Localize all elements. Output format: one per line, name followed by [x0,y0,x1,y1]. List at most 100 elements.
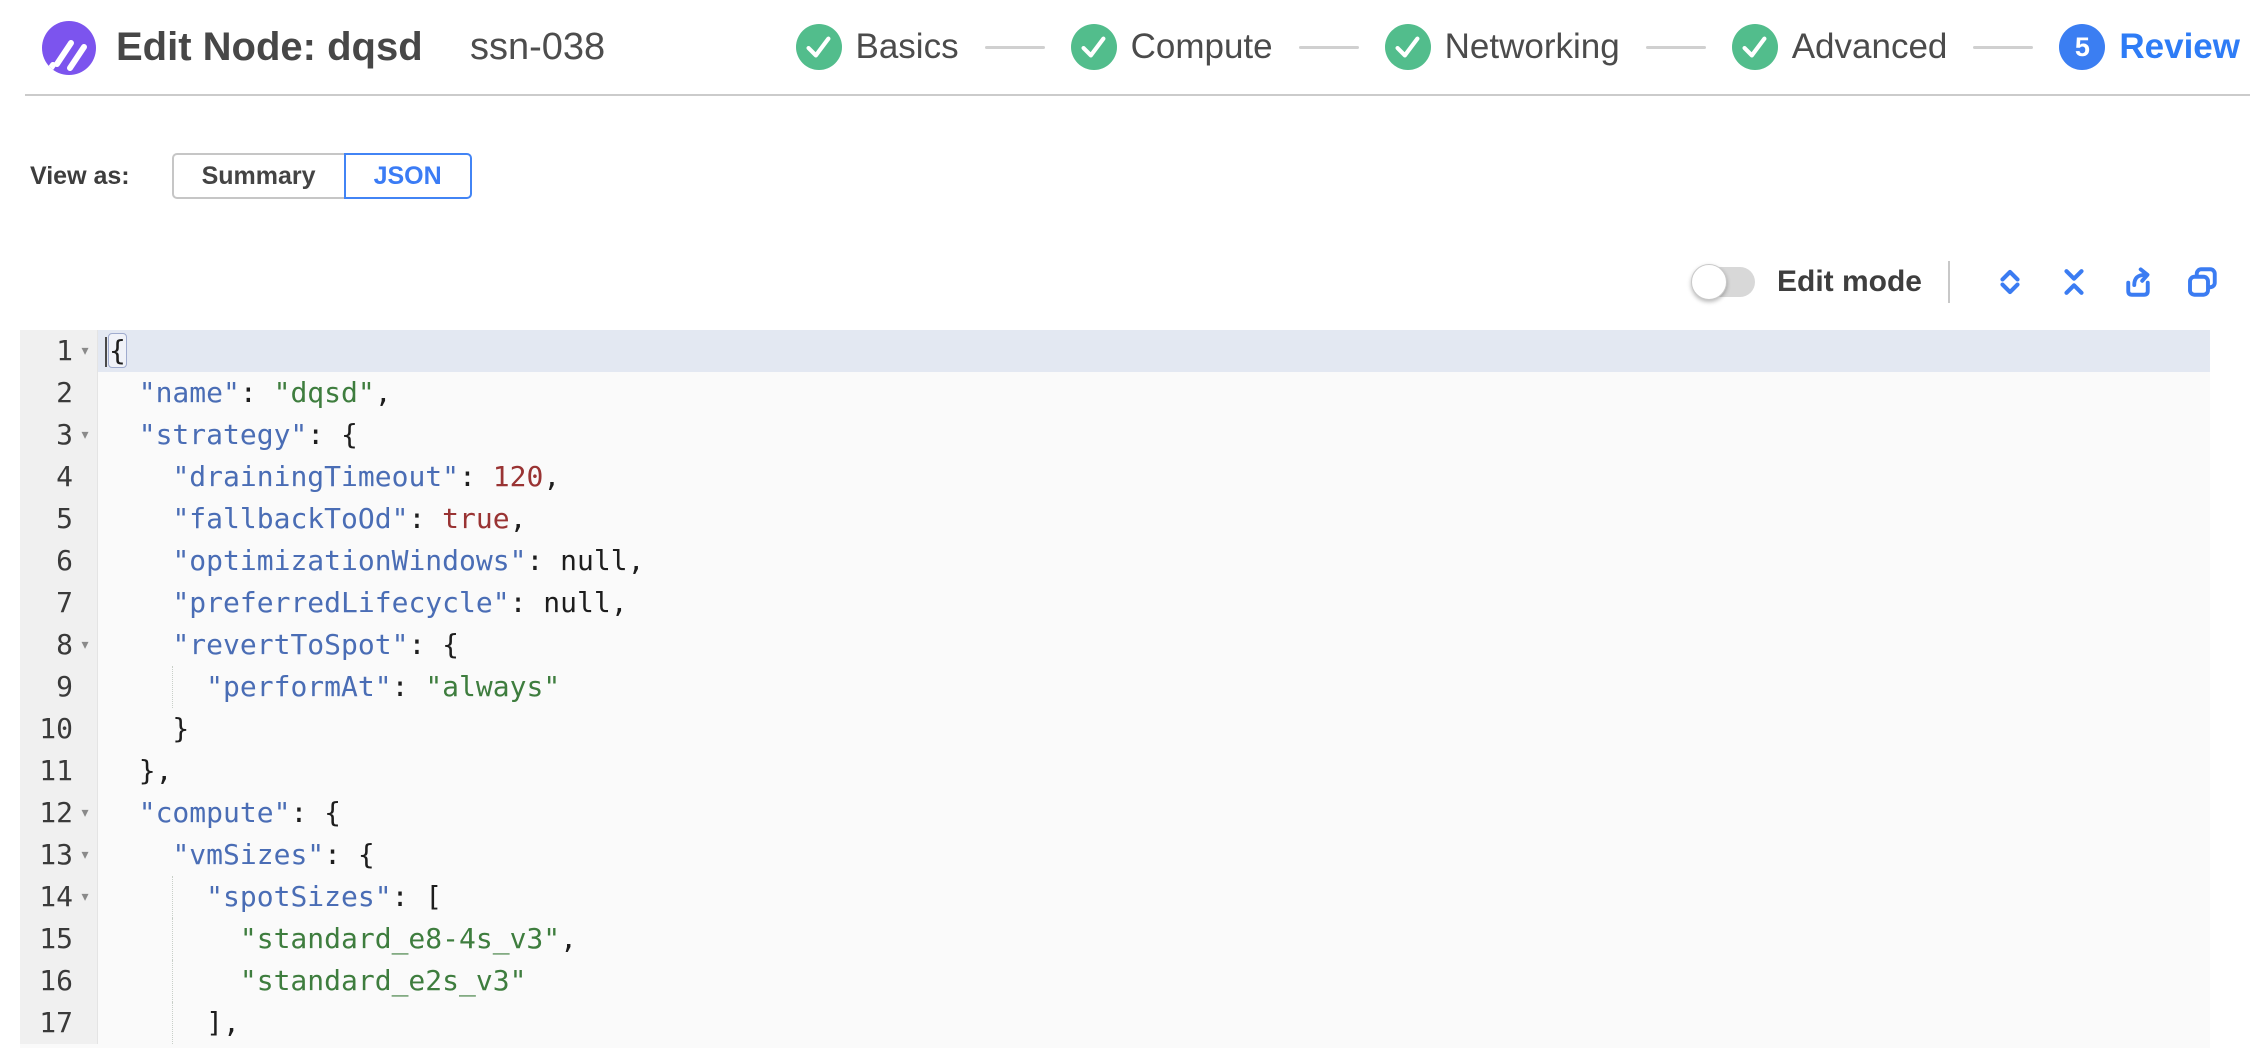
step-label: Advanced [1791,27,1948,66]
step-advanced[interactable]: Advanced [1731,24,1948,70]
code-content[interactable]: }, [105,754,173,787]
code-content[interactable]: "spotSizes": [ [98,876,2210,918]
view-as-json-button[interactable]: JSON [343,153,472,199]
code-line-7[interactable]: 7 "preferredLifecycle": null, [20,582,2210,624]
spot-logo-icon [42,21,96,75]
code-line-2[interactable]: 2 "name": "dqsd", [20,372,2210,414]
fold-arrow-icon[interactable]: ▾ [79,886,91,907]
line-number-gutter: 9 [20,666,98,708]
line-number: 9 [56,670,73,703]
code-content[interactable]: "preferredLifecycle": null, [172,586,628,619]
line-number-gutter: 1▾ [20,330,98,372]
line-number-gutter: 6 [20,540,98,582]
code-line-16[interactable]: 16 "standard_e2s_v3" [20,960,2210,1002]
step-number-badge: 5 [2059,24,2106,70]
text-cursor [105,337,107,367]
line-number-gutter: 11 [20,750,98,792]
line-number-gutter: 8▾ [20,624,98,666]
code-line-4[interactable]: 4 "drainingTimeout": 120, [20,456,2210,498]
code-line-10[interactable]: 10 } [20,708,2210,750]
indent-guide [172,1002,174,1044]
fold-arrow-icon[interactable]: ▾ [79,844,91,865]
toolbar-icons [1978,263,2234,301]
code-line-13[interactable]: 13▾ "vmSizes": { [20,834,2210,876]
fold-arrow-icon[interactable]: ▾ [79,634,91,655]
fold-arrow-icon[interactable]: ▾ [79,424,91,445]
code-line-9[interactable]: 9 "performAt": "always" [20,666,2210,708]
code-line-8[interactable]: 8▾ "revertToSpot": { [20,624,2210,666]
code-content[interactable]: "drainingTimeout": 120, [172,460,561,493]
line-number-gutter: 2 [20,372,98,414]
code-content[interactable]: "compute": { [138,796,342,829]
code-line-1[interactable]: 1▾{ [20,330,2210,372]
line-number: 16 [39,964,73,997]
export-icon[interactable] [2119,263,2157,301]
line-number: 1 [56,334,73,367]
line-number-gutter: 3▾ [20,414,98,456]
code-content[interactable]: "name": "dqsd", [138,376,392,409]
code-content[interactable]: "revertToSpot": { [172,628,460,661]
step-check-icon [1384,24,1431,70]
line-number: 5 [56,502,73,535]
step-compute[interactable]: Compute [1070,24,1273,70]
line-number: 3 [56,418,73,451]
fold-arrow-icon[interactable]: ▾ [79,802,91,823]
line-number: 2 [56,376,73,409]
line-number: 17 [39,1006,73,1039]
step-label: Compute [1130,27,1273,66]
step-connector [984,45,1045,49]
step-basics[interactable]: Basics [795,24,959,70]
line-number-gutter: 16 [20,960,98,1002]
step-connector [1645,45,1706,49]
code-line-11[interactable]: 11 }, [20,750,2210,792]
code-content[interactable]: "standard_e8-4s_v3", [98,918,2210,960]
json-editor[interactable]: 1▾{2 "name": "dqsd",3▾ "strategy": {4 "d… [20,330,2210,1048]
line-number-gutter: 15 [20,918,98,960]
line-number-gutter: 5 [20,498,98,540]
line-number: 11 [39,754,73,787]
line-number: 7 [56,586,73,619]
code-content[interactable]: "fallbackToOd": true, [172,502,527,535]
edit-mode-label: Edit mode [1776,265,1922,298]
code-line-15[interactable]: 15 "standard_e8-4s_v3", [20,918,2210,960]
step-networking[interactable]: Networking [1384,24,1620,70]
indent-guide [172,960,174,1002]
code-line-3[interactable]: 3▾ "strategy": { [20,414,2210,456]
step-check-icon [1731,24,1778,70]
step-check-icon [1070,24,1117,70]
line-number-gutter: 14▾ [20,876,98,918]
header-divider [25,94,2250,96]
code-content[interactable]: ], [98,1002,2210,1044]
line-number-gutter: 4 [20,456,98,498]
indent-guide [172,918,174,960]
copy-icon[interactable] [2183,263,2221,301]
code-content[interactable]: "strategy": { [138,418,358,451]
step-review[interactable]: 5 Review [2059,24,2240,70]
code-content[interactable]: { [98,330,2210,372]
code-line-5[interactable]: 5 "fallbackToOd": true, [20,498,2210,540]
code-content[interactable]: "optimizationWindows": null, [172,544,645,577]
edit-mode-toggle[interactable] [1690,264,1755,300]
code-line-6[interactable]: 6 "optimizationWindows": null, [20,540,2210,582]
code-content[interactable]: } [105,712,190,745]
step-label: Review [2119,27,2240,66]
expand-all-icon[interactable] [1991,263,2029,301]
step-label: Networking [1444,27,1620,66]
line-number-gutter: 12▾ [20,792,98,834]
view-as-label: View as: [30,161,130,190]
code-line-17[interactable]: 17 ], [20,1002,2210,1044]
view-as-summary-button[interactable]: Summary [171,153,346,199]
collapse-all-icon[interactable] [2055,263,2093,301]
line-number-gutter: 13▾ [20,834,98,876]
line-number-gutter: 17 [20,1002,98,1044]
code-content[interactable]: "performAt": "always" [98,666,2210,708]
code-content[interactable]: "standard_e2s_v3" [98,960,2210,1002]
fold-arrow-icon[interactable]: ▾ [79,340,91,361]
code-line-12[interactable]: 12▾ "compute": { [20,792,2210,834]
code-content[interactable]: "vmSizes": { [172,838,375,871]
indent-guide [172,876,174,918]
code-line-14[interactable]: 14▾ "spotSizes": [ [20,876,2210,918]
